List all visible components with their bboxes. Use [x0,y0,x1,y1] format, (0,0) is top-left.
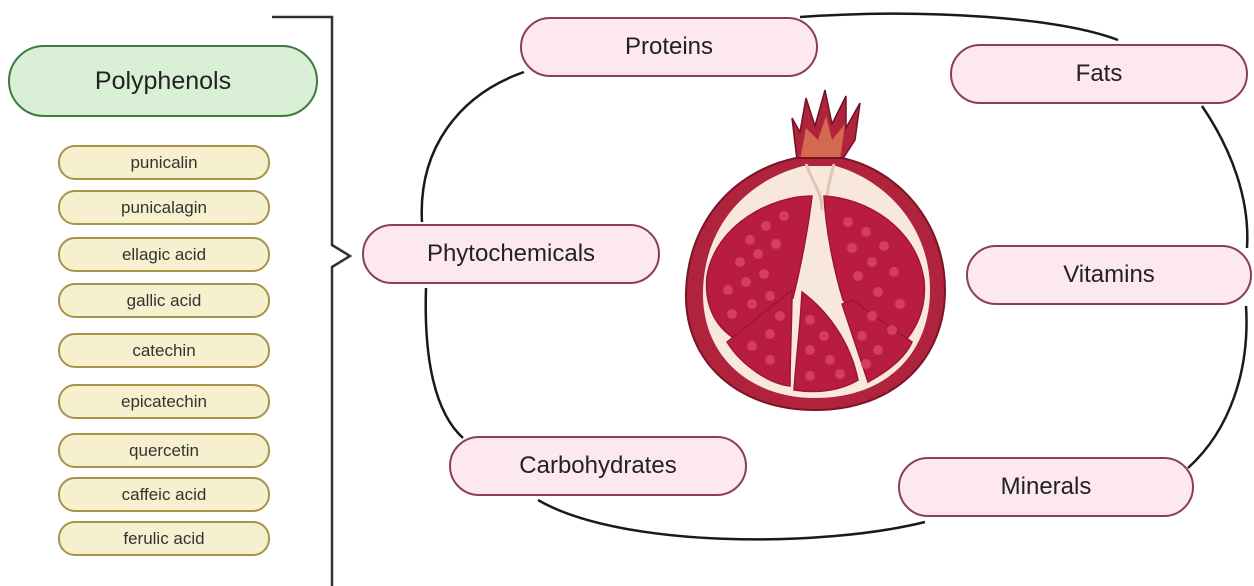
polyphenol-item-gallic-acid: gallic acid [58,283,270,318]
polyphenol-item-punicalin: punicalin [58,145,270,180]
node-vitamins: Vitamins [966,245,1252,305]
node-proteins: Proteins [520,17,818,77]
polyphenol-item-caffeic-acid: caffeic acid [58,477,270,512]
polyphenol-item-ferulic-acid: ferulic acid [58,521,270,556]
polyphenol-item-catechin: catechin [58,333,270,368]
polyphenol-item-quercetin: quercetin [58,433,270,468]
polyphenol-item-punicalagin: punicalagin [58,190,270,225]
node-carbohydrates: Carbohydrates [449,436,747,496]
pomegranate-icon [686,90,945,410]
node-phytochemicals: Phytochemicals [362,224,660,284]
node-minerals: Minerals [898,457,1194,517]
polyphenol-item-epicatechin: epicatechin [58,384,270,419]
polyphenol-item-ellagic-acid: ellagic acid [58,237,270,272]
node-fats: Fats [950,44,1248,104]
polyphenols-label: Polyphenols [8,45,318,117]
